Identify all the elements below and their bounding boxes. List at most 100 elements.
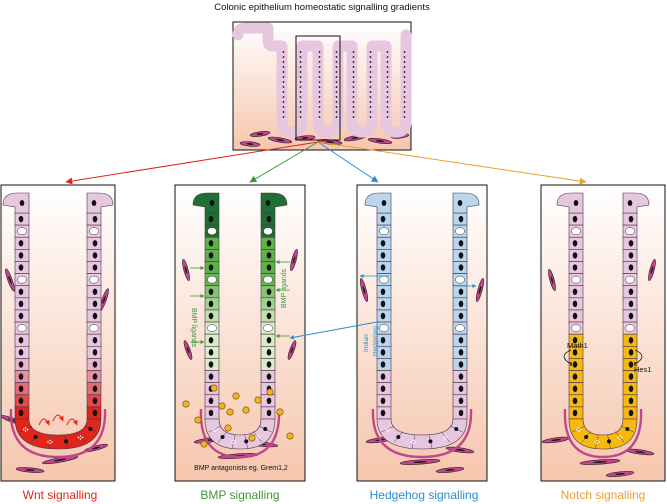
paneth-granule [412, 442, 415, 445]
wnt-autocrine-arrow [66, 418, 78, 426]
paneth-granule [22, 428, 25, 431]
overview-nucleus [318, 86, 321, 88]
cell-nucleus [92, 337, 98, 344]
hes1-loop [634, 349, 643, 365]
cell-nucleus [628, 409, 634, 417]
overview-nucleus [335, 101, 338, 103]
surface-epithelium [86, 192, 114, 214]
notch-gene-hes1: Hes1 [634, 365, 652, 374]
fibroblast-nucleus [246, 143, 254, 145]
bmp-antagonist [276, 408, 284, 416]
goblet-cell-vacuole [379, 275, 389, 284]
cell-nucleus [266, 409, 272, 417]
paneth-granule [575, 428, 578, 431]
cell-nucleus [458, 409, 464, 417]
arrow-to-bmp [249, 141, 319, 183]
cell-nucleus [92, 240, 98, 247]
base-cell-divider [411, 434, 416, 449]
cell-nucleus [266, 337, 272, 344]
paneth-granule [412, 439, 415, 442]
cell-nucleus [18, 373, 24, 380]
distribution-arrows [65, 141, 587, 185]
base-cell-divider [595, 434, 599, 449]
cell-nucleus [380, 300, 386, 308]
fibroblast-nucleus [102, 296, 106, 304]
bmp-antagonist [242, 406, 250, 414]
cell-nucleus [572, 349, 578, 356]
goblet-cell-vacuole [207, 275, 217, 284]
goblet-cell-vacuole [207, 324, 217, 332]
fibroblast-nucleus [445, 468, 455, 472]
overview-nucleus [335, 111, 338, 113]
goblet-cell-vacuole [455, 227, 465, 236]
pericryptal-fibroblast-sheath [9, 408, 107, 459]
overview-nucleus [369, 91, 372, 93]
paneth-granule [232, 439, 235, 442]
cell-nucleus [91, 200, 97, 206]
cell-nucleus [208, 288, 214, 295]
cell-nucleus [457, 200, 463, 206]
fibroblast-nucleus [550, 276, 554, 284]
crypt-base [204, 418, 276, 450]
notch-panel-frame [540, 184, 666, 482]
cell-nucleus [92, 373, 98, 380]
overview-nucleus [299, 86, 302, 88]
cell-nucleus [628, 349, 634, 356]
overview-nucleus [369, 101, 372, 103]
overview-nucleus [369, 86, 372, 88]
overview-nucleus [386, 106, 389, 108]
overview-nucleus [403, 61, 406, 63]
overview-nucleus [318, 61, 321, 63]
overview-nucleus [299, 116, 302, 118]
bmp-label: BMP signalling [200, 488, 279, 502]
fibroblast-nucleus [301, 137, 309, 139]
overview-nucleus [282, 91, 285, 93]
overview-nucleus [299, 71, 302, 73]
overview-nucleus [403, 56, 406, 58]
goblet-cell-vacuole [89, 227, 99, 236]
cell-nucleus [18, 300, 24, 308]
overview-nucleus [318, 101, 321, 103]
bmp-panel-frame [174, 184, 306, 482]
cell-nucleus [628, 337, 634, 344]
paneth-granule [51, 441, 53, 443]
cell-nucleus [380, 215, 386, 223]
overview-nucleus [282, 101, 285, 103]
overview-nucleus [335, 116, 338, 118]
notch-gene-math1: Math1 [567, 341, 588, 350]
overview-crypt-epithelium [232, 22, 412, 138]
cell-nucleus [92, 385, 98, 392]
arrow-to-wnt [65, 141, 319, 185]
bmp-antagonist [182, 400, 190, 408]
cell-nucleus [458, 397, 464, 405]
cell-nucleus [64, 439, 69, 444]
cell-nucleus [458, 264, 464, 271]
paneth-granule [232, 442, 235, 445]
overview-nucleus [335, 56, 338, 58]
overview-nucleus [299, 61, 302, 63]
fibroblast-nucleus [256, 132, 264, 136]
paneth-granule [577, 427, 580, 429]
overview-nucleus [352, 66, 355, 68]
cell-nucleus [92, 300, 98, 308]
fibroblast-nucleus [53, 458, 67, 462]
overview-panel [232, 21, 412, 151]
fibroblast-nucleus [635, 450, 645, 454]
overview-nucleus [352, 76, 355, 78]
paneth-granule [619, 435, 621, 437]
cell-nucleus [18, 215, 24, 223]
cell-nucleus [628, 288, 634, 295]
overview-nucleus [386, 76, 389, 78]
cell-nucleus [628, 373, 634, 380]
paneth-granule [617, 436, 619, 439]
base-cell-divider [231, 434, 236, 449]
cell-nucleus [92, 264, 98, 271]
bmp-antagonist [286, 432, 294, 440]
surface-epithelium [556, 192, 584, 214]
cell-nucleus [380, 312, 386, 320]
cell-nucleus [628, 264, 634, 271]
overview-nucleus [335, 86, 338, 88]
overview-nucleus [386, 56, 389, 58]
cell-nucleus [380, 397, 386, 405]
overview-nucleus [282, 111, 285, 113]
